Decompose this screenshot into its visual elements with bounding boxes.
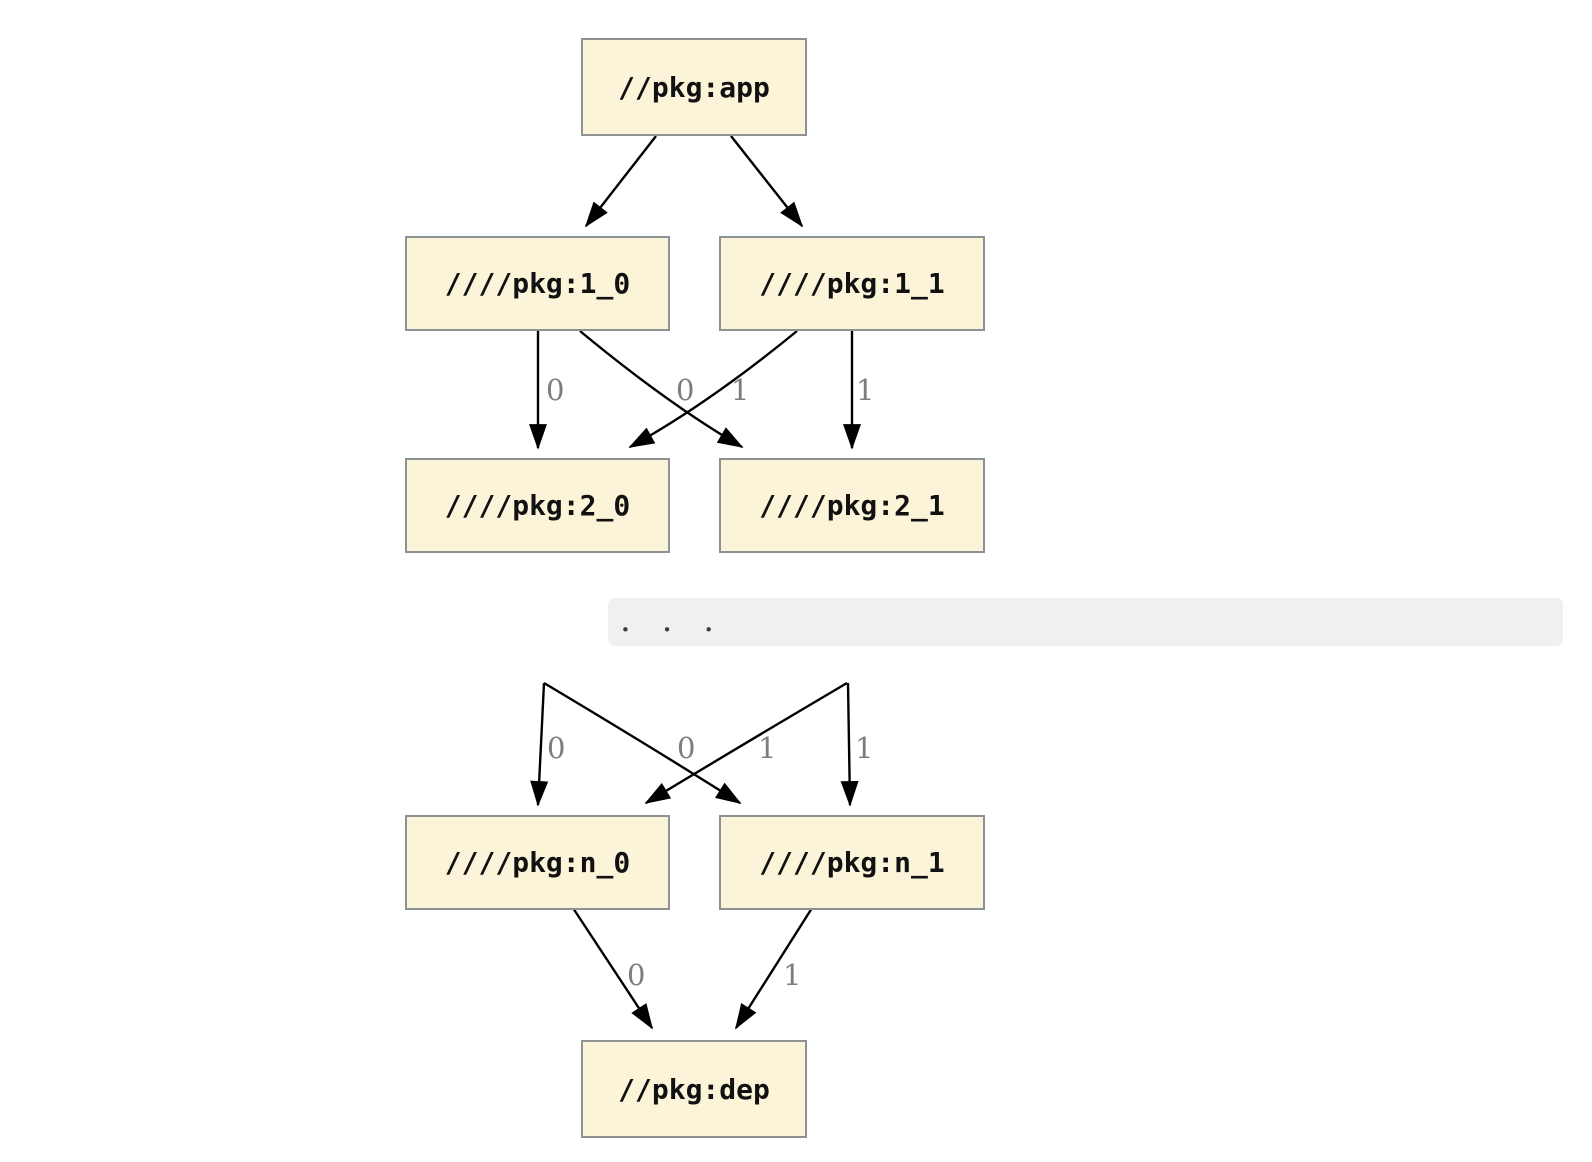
edge-label-ellipsis-to-n-0-right: 0: [677, 731, 695, 765]
edge-label-1-1-to-2-1: 1: [856, 373, 874, 407]
edge-ellipsis-to-n-1-right: [840, 682, 859, 807]
node-n-0: ////pkg:n_0: [405, 815, 670, 910]
edge-label-n-0-to-dep: 0: [627, 958, 645, 992]
edge-ellipsis-to-n-0-left: [530, 682, 549, 807]
node-app-label: //pkg:app: [618, 70, 770, 104]
edge-label-n-1-to-dep: 1: [783, 958, 801, 992]
edge-1-0-to-2-1: [579, 330, 744, 449]
edge-label-1-0-to-2-1: 1: [731, 373, 749, 407]
node-2-0-label: ////pkg:2_0: [444, 489, 631, 522]
edge-1-1-to-2-0: [628, 330, 798, 449]
edge-n-0-to-dep: [571, 907, 654, 1030]
edge-label-1-1-to-2-0: 0: [676, 373, 694, 407]
ellipsis-band: . . .: [608, 598, 1563, 646]
ellipsis-dots: . . .: [620, 600, 725, 640]
node-1-1: ////pkg:1_1: [719, 236, 985, 331]
node-app: //pkg:app: [581, 38, 807, 136]
edge-ellipsis-to-n-1-left: [543, 681, 742, 805]
node-1-0-label: ////pkg:1_0: [444, 267, 631, 300]
node-n-1-label: ////pkg:n_1: [759, 846, 945, 879]
edge-label-ellipsis-to-n-1-right: 1: [855, 731, 873, 765]
node-n-1: ////pkg:n_1: [719, 815, 985, 910]
edge-label-ellipsis-to-n-1-left: 1: [758, 731, 776, 765]
node-dep-label: //pkg:dep: [618, 1072, 770, 1106]
node-2-1-label: ////pkg:2_1: [759, 489, 945, 522]
node-n-0-label: ////pkg:n_0: [444, 846, 631, 879]
node-1-0: ////pkg:1_0: [405, 236, 670, 331]
edge-n-1-to-dep: [734, 907, 814, 1030]
node-2-0: ////pkg:2_0: [405, 458, 670, 553]
node-1-1-label: ////pkg:1_1: [759, 267, 945, 300]
edge-ellipsis-to-n-0-right: [644, 681, 848, 805]
node-2-1: ////pkg:2_1: [719, 458, 985, 553]
edge-app-to-1-0: [584, 135, 657, 228]
edge-app-to-1-1: [730, 135, 804, 228]
node-dep: //pkg:dep: [581, 1040, 807, 1138]
edge-label-ellipsis-to-n-0-left: 0: [547, 731, 565, 765]
edge-label-1-0-to-2-0: 0: [546, 373, 564, 407]
